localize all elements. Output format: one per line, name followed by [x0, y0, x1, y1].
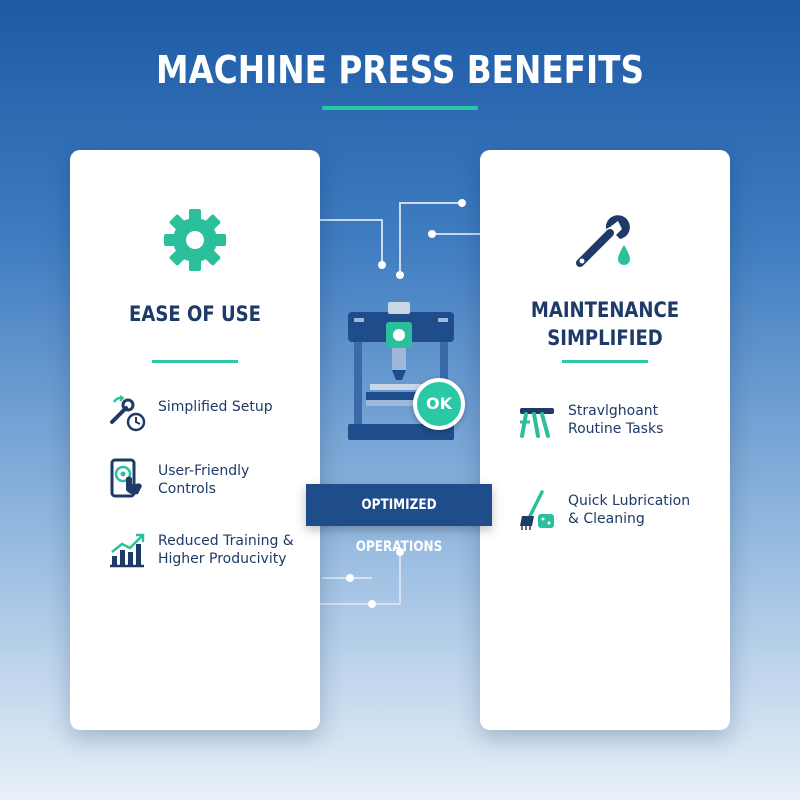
page-title: MACHINE PRESS BENEFITS [155, 48, 644, 92]
brush-sponge-icon [520, 490, 554, 530]
maintenance-divider [562, 360, 648, 363]
ease-of-use-card: EASE OF USE Simplified Setup User-Friend… [70, 150, 320, 730]
routine-tasks-label: Stravlghoant Routine Tasks [568, 403, 664, 437]
reduced-training-label: Reduced Training & Higher Producivity [158, 533, 294, 567]
list-item: Reduced Training & Higher Producivity [106, 528, 306, 578]
list-item: Quick Lubrication & Cleaning [516, 490, 716, 540]
gear-icon [164, 209, 226, 271]
ease-of-use-divider [152, 360, 238, 363]
lubrication-cleaning-label: Quick Lubrication & Cleaning [568, 493, 691, 527]
title-underline [322, 106, 478, 110]
setup-tools-icon [110, 395, 146, 432]
simplified-setup-label: Simplified Setup [158, 399, 273, 415]
wrench-drop-icon [576, 215, 630, 267]
user-friendly-controls-label: User-Friendly Controls [158, 463, 250, 497]
list-item: Simplified Setup [106, 392, 306, 442]
ok-badge: OK [413, 378, 465, 430]
optimized-operations-banner: OPTIMIZED OPERATIONS [306, 484, 492, 555]
touch-phone-icon [110, 458, 142, 498]
banner-label: OPTIMIZED OPERATIONS [355, 497, 443, 555]
growth-chart-icon [110, 533, 145, 568]
list-item: User-Friendly Controls [106, 458, 306, 508]
ease-of-use-heading: EASE OF USE [129, 302, 261, 326]
list-item: Stravlghoant Routine Tasks [516, 400, 716, 450]
maintenance-heading: MAINTENANCE SIMPLIFIED [530, 298, 680, 350]
tool-stand-icon [520, 408, 554, 438]
maintenance-card: MAINTENANCE SIMPLIFIED Stravlghoant Rout… [480, 150, 730, 730]
